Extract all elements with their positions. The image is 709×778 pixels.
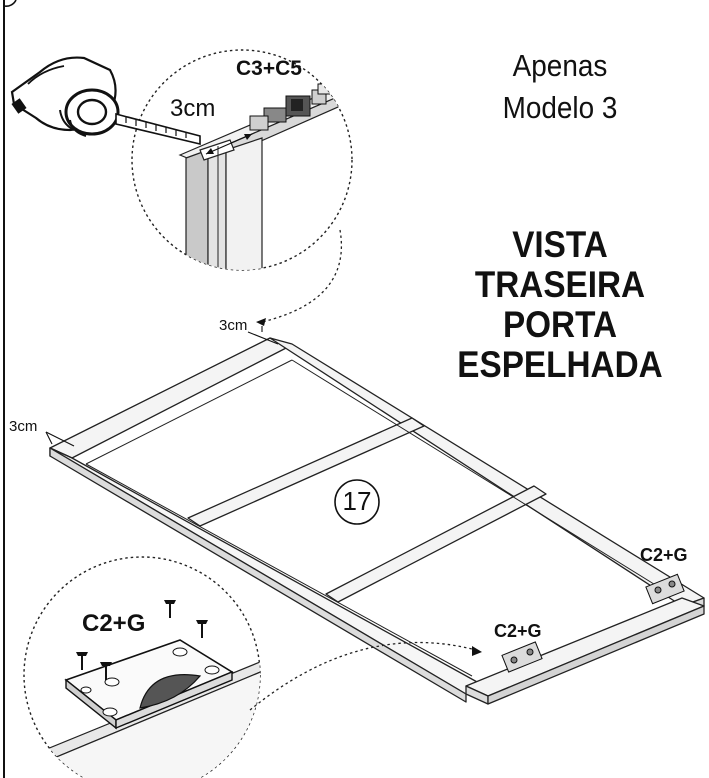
top-detail-circle bbox=[10, 49, 353, 326]
bottom-detail-connector bbox=[249, 641, 477, 711]
bottom-detail-circle bbox=[23, 556, 482, 778]
step-number-circle bbox=[334, 479, 380, 525]
step-number: 17 bbox=[342, 486, 372, 516]
hinge-plate-right bbox=[645, 573, 685, 605]
measure-label-top-detail: 3cm bbox=[170, 95, 216, 122]
measure-label-frame-top: 3cm bbox=[219, 317, 248, 334]
mirror-door-frame bbox=[49, 337, 705, 705]
top-detail-connector bbox=[261, 229, 342, 323]
frame-measure-marks bbox=[45, 326, 279, 447]
hardware-c3-c5 bbox=[249, 83, 331, 131]
hinge-label-right: C2+G bbox=[640, 545, 688, 565]
hinge-plate-mid bbox=[501, 641, 543, 673]
hinge-plate-detail bbox=[64, 639, 234, 730]
view-label-line-4: ESPELHADA bbox=[457, 344, 663, 385]
part-label-c3-c5: C3+C5 bbox=[236, 57, 302, 80]
hand-tape-measure-icon bbox=[10, 56, 201, 146]
screw-icons bbox=[76, 600, 208, 680]
step-marker-partial bbox=[3, 0, 17, 7]
hinge-label-mid: C2+G bbox=[494, 621, 542, 641]
part-label-c2-g-detail: C2+G bbox=[82, 610, 146, 637]
view-label-line-3: PORTA bbox=[502, 304, 618, 345]
title-line-1: Apenas bbox=[512, 48, 608, 83]
measure-label-frame-left: 3cm bbox=[9, 418, 38, 435]
view-label-line-2: TRASEIRA bbox=[474, 264, 646, 305]
title-line-2: Modelo 3 bbox=[502, 90, 618, 125]
view-label-line-1: VISTA bbox=[512, 224, 608, 265]
